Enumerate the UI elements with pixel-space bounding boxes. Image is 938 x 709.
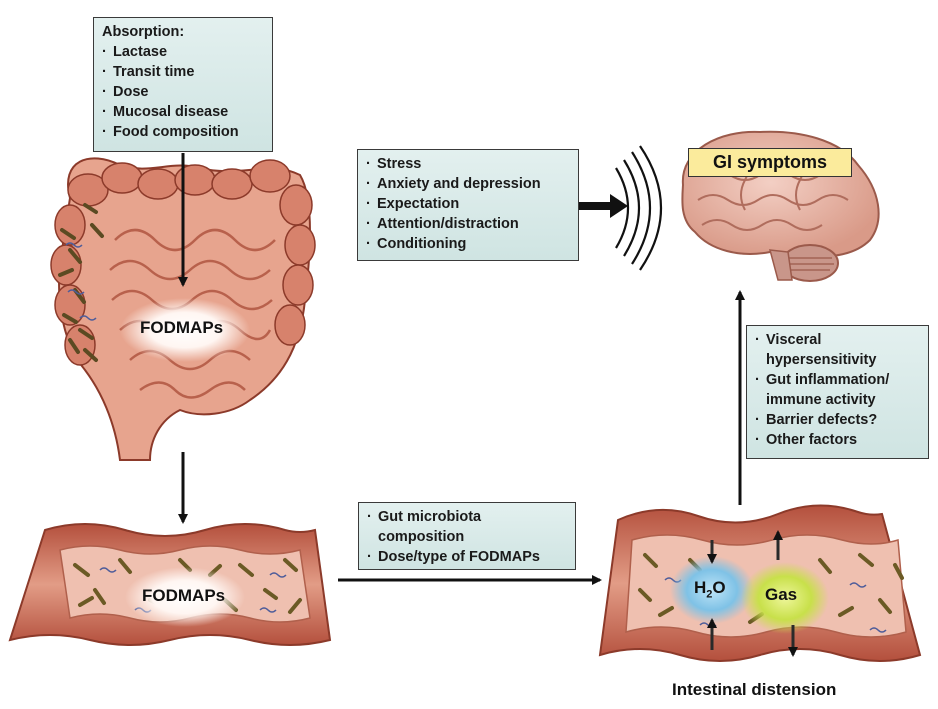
gi-symptoms-label: GI symptoms (688, 148, 852, 177)
gas-label: Gas (765, 585, 798, 604)
psych-item: Expectation (366, 194, 570, 214)
absorption-item: Food composition (102, 122, 264, 142)
lumen-illustration-right (598, 504, 922, 662)
microbiota-item: Gut microbiota composition (367, 507, 567, 547)
microbiota-box: Gut microbiota composition Dose/type of … (358, 502, 576, 570)
signal-arcs (615, 145, 663, 271)
water-label-sub: 2 (706, 588, 713, 601)
absorption-box: Absorption: Lactase Transit time Dose Mu… (93, 17, 273, 152)
gas-glow (741, 562, 829, 634)
flow-arrows (178, 153, 745, 585)
psych-item: Attention/distraction (366, 214, 570, 234)
fodmaps-lumen-label: FODMAPs (142, 586, 226, 605)
water-glow (670, 556, 754, 624)
psych-to-brain-arrow (578, 194, 628, 218)
colon-illustration (50, 157, 316, 461)
water-label-o: O (712, 578, 726, 597)
visceral-item: Gut inflammation/ immune activity (755, 370, 920, 410)
gi-symptoms-text: GI symptoms (712, 152, 828, 172)
psych-item: Anxiety and depression (366, 174, 570, 194)
absorption-item: Dose (102, 82, 264, 102)
visceral-item: Other factors (755, 430, 920, 450)
absorption-item: Transit time (102, 62, 264, 82)
psych-factors-box: Stress Anxiety and depression Expectatio… (357, 149, 579, 261)
lumen-illustration-left (8, 523, 332, 646)
intestinal-distension-caption: Intestinal distension (672, 680, 837, 699)
psych-item: Conditioning (366, 234, 570, 254)
visceral-factors-box: Visceral hypersensitivity Gut inflammati… (746, 325, 929, 459)
microbiota-item: Dose/type of FODMAPs (367, 547, 567, 567)
absorption-item: Lactase (102, 42, 264, 62)
water-label-h: H (694, 578, 707, 597)
water-label: H2O (694, 578, 726, 600)
psych-item: Stress (366, 154, 570, 174)
visceral-item: Visceral hypersensitivity (755, 330, 920, 370)
visceral-item: Barrier defects? (755, 410, 920, 430)
absorption-item: Mucosal disease (102, 102, 264, 122)
absorption-title: Absorption: (102, 24, 185, 40)
fodmaps-colon-label: FODMAPs (140, 318, 224, 337)
